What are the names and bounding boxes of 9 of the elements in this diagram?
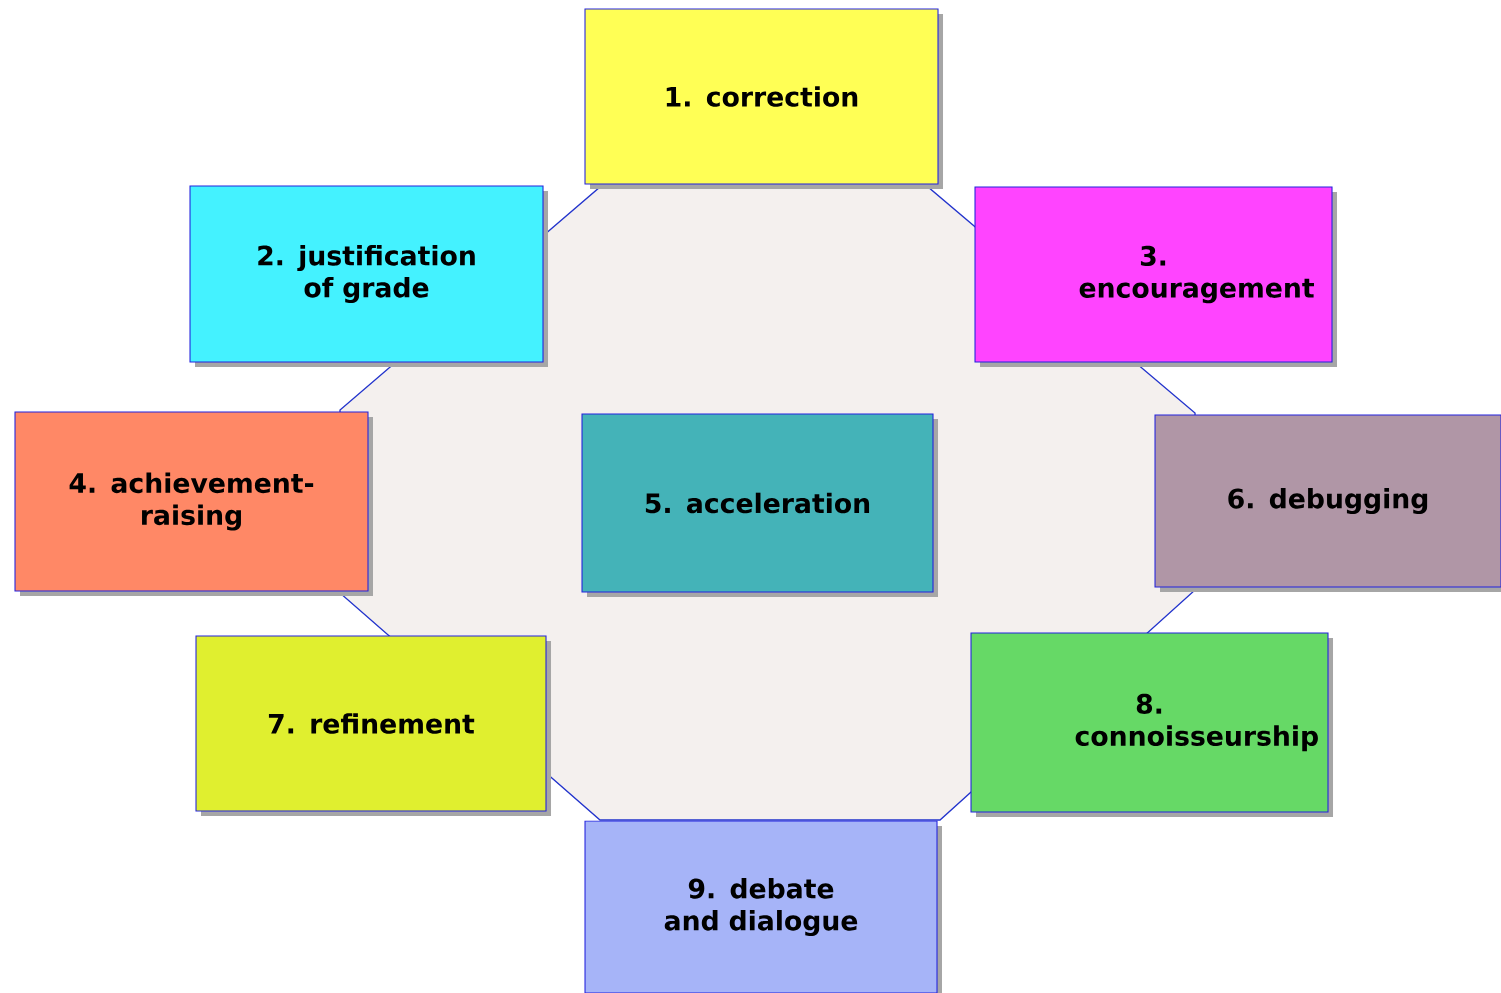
text-box: 1. correction <box>584 8 943 189</box>
text-box: 6. debugging <box>1154 414 1501 592</box>
text-box: 4. achievement-raising <box>14 411 373 596</box>
text-box: 7. refinement <box>195 635 551 816</box>
text-box: 8. connoisseurship <box>970 632 1333 817</box>
text-box: 9. debate and dialogue <box>584 820 942 993</box>
text-box: 2. justification of grade <box>189 185 548 367</box>
text-box: 5. acceleration <box>581 413 938 597</box>
text-box: 3. encouragement <box>974 186 1337 367</box>
